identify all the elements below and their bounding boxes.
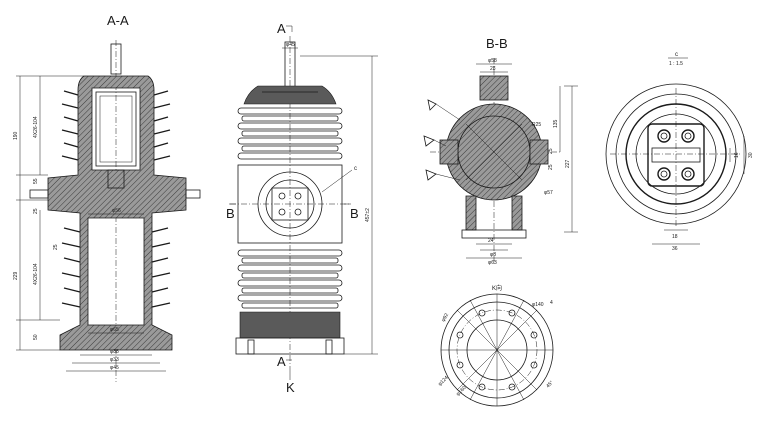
front-label-k: K (286, 380, 295, 395)
front-lower-sheds (237, 249, 343, 309)
bb-dim-r25: R25 (532, 122, 541, 128)
dim-d56: φ56 (112, 208, 121, 214)
dim-d88: φ88 (110, 349, 119, 355)
dim-top-height: 190 (13, 131, 19, 140)
view-k: K向 φ92 φ140 4 φ124 φ160 45° (437, 284, 555, 407)
dim-d33: φ33 (110, 357, 119, 363)
upper-sheds-right (153, 90, 171, 161)
interrupter-inner (95, 91, 137, 167)
bb-dim-v25b: 25 (548, 164, 554, 170)
front-label-b-right: B (350, 206, 359, 221)
dim-mid-25: 25 (33, 208, 39, 214)
dim-d45b: φ45 (110, 365, 119, 371)
bb-right-port (529, 139, 549, 165)
interrupter-core (99, 95, 133, 163)
dim-top-dia: 4X26-104 (33, 116, 39, 138)
bb-dim-d58: φ58 (488, 58, 497, 64)
front-view: A φ45 B B (226, 21, 378, 395)
insulator-shell-aa (47, 75, 187, 351)
detail-c-scale: 1 : 1.5 (669, 61, 683, 67)
section-bb-view: B-B φ58 28 227 (423, 36, 578, 266)
dim-bottom-50: 50 (33, 334, 39, 340)
upper-sheds-left (61, 90, 79, 161)
dim-lower-height: 229 (13, 271, 19, 280)
bb-dim-v25a: 25 (548, 148, 554, 154)
front-label-a-top: A (277, 21, 286, 36)
dim-small-25: 25 (53, 244, 59, 250)
dim-d65: φ65 (110, 327, 119, 333)
k-dim-d140: φ140 (532, 302, 544, 308)
lower-sheds-left (61, 227, 81, 308)
front-label-a-bottom: A (277, 354, 286, 369)
front-base (239, 311, 341, 339)
bb-dim-d63: φ63 (488, 260, 497, 266)
k-dim-d92: φ92 (441, 312, 451, 323)
terminal-rod (110, 43, 122, 75)
dim-mid-55: 55 (33, 178, 39, 184)
front-overall-height: 457±2 (365, 208, 371, 222)
detail-c-title: c (675, 52, 678, 58)
front-label-b-left: B (226, 206, 235, 221)
contact-stem (107, 169, 125, 189)
right-flange-bolt (185, 189, 201, 199)
bb-dim-d8: φ8 (490, 252, 496, 258)
detail-c-dim-h30: 30 (748, 152, 754, 158)
front-label-c: c (354, 166, 357, 172)
front-top-cap (243, 85, 337, 105)
section-aa-title: A-A (107, 13, 129, 28)
bb-dim-h227: 227 (565, 159, 571, 168)
front-d45: φ45 (286, 42, 295, 48)
section-aa-view: A-A (13, 13, 201, 382)
dim-lower-dia: 4X26-104 (33, 263, 39, 285)
detail-c-dim-h16: 16 (734, 152, 740, 158)
lower-sheds-right (151, 227, 171, 308)
bb-weld-symbols (423, 99, 461, 181)
left-flange-bolt (29, 189, 49, 199)
detail-c-dim-w36: 36 (672, 246, 678, 252)
detail-c-bolts (657, 129, 695, 181)
bb-base (461, 229, 527, 239)
front-upper-sheds (237, 107, 343, 160)
bb-dim-w24: 24 (488, 238, 494, 244)
k-dim-angle: 45° (545, 380, 555, 390)
bb-dim-w28: 28 (490, 66, 496, 72)
bb-left-port (439, 139, 459, 165)
bb-top-block (479, 75, 509, 101)
k-bolt-holes (456, 309, 538, 391)
detail-c-view: c 1 : 1.5 18 36 16 30 (605, 52, 754, 252)
bb-dim-d57: φ57 (544, 190, 553, 196)
k-dim-r4: 4 (550, 300, 553, 306)
bb-dim-h135: 135 (553, 119, 559, 128)
view-k-title: K向 (492, 284, 502, 292)
front-base-plate (235, 337, 345, 355)
k-diagonals (441, 294, 553, 406)
detail-c-dim-w18: 18 (672, 234, 678, 240)
section-bb-title: B-B (486, 36, 508, 51)
